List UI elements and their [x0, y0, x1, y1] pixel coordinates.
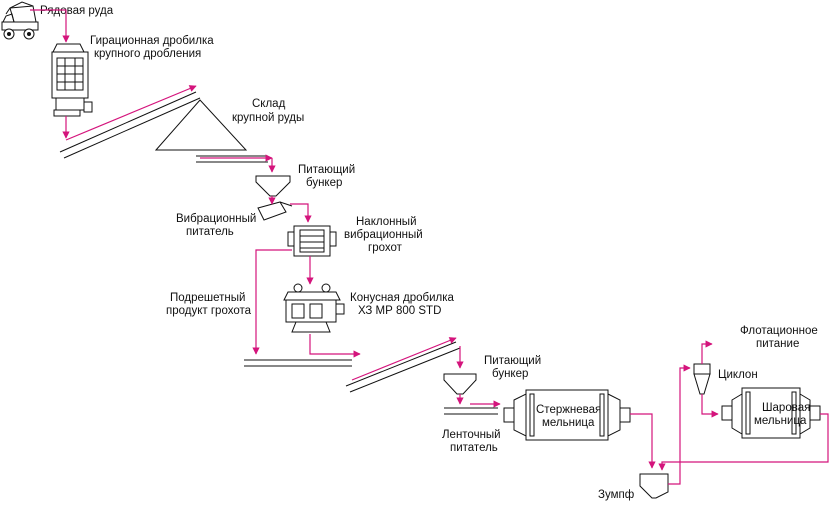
label-feed-bin-1a: Питающий: [298, 164, 355, 176]
label-feed-bin-1b: бункер: [306, 177, 342, 189]
conveyor-3: [244, 359, 352, 367]
label-rod-mill-a: Стержневая: [536, 404, 601, 416]
sump-icon: [639, 473, 669, 499]
label-stockpile-2: крупной руды: [232, 112, 304, 124]
label-ore: Рядовая руда: [40, 5, 114, 17]
label-vib-feeder-b: питатель: [186, 226, 234, 238]
flow-lines: [30, 9, 829, 485]
vibrating-feeder-icon: [257, 201, 293, 221]
conveyor-2: [196, 155, 268, 163]
vibrating-screen-icon: [287, 225, 337, 257]
label-gyratory-crusher-1: Гирационная дробилка: [90, 35, 214, 47]
label-ball-mill-b: мельница: [754, 415, 807, 427]
label-feed-bin-2a: Питающий: [484, 355, 541, 367]
label-rod-mill-b: мельница: [542, 417, 595, 429]
cone-crusher-icon: [283, 283, 345, 333]
label-screen-c: грохот: [368, 242, 403, 254]
cyclone-icon: [693, 363, 711, 395]
belt-feeder-icon: [444, 407, 498, 415]
label-cone-crusher-b: ХЗ МР 800 STD: [358, 305, 441, 317]
label-screen-b: вибрационный: [344, 229, 423, 241]
label-flotation-b: питание: [756, 338, 799, 350]
gyratory-crusher-icon: [51, 43, 93, 117]
label-belt-feeder-a: Ленточный: [442, 429, 501, 441]
label-flotation-a: Флотационное: [740, 325, 818, 337]
haul-truck-icon: [1, 1, 39, 40]
rod-mill-icon: [503, 389, 631, 441]
label-vib-feeder-a: Вибрационный: [176, 213, 256, 225]
label-cone-crusher-a: Конусная дробилка: [350, 292, 454, 304]
label-feed-bin-2b: бункер: [492, 368, 528, 380]
ball-mill-icon: [721, 387, 821, 439]
stockpile-icon: [154, 99, 248, 151]
label-screen-a: Наклонный: [356, 216, 417, 228]
feed-bin-1-icon: [255, 175, 291, 197]
conveyor-1: [59, 91, 201, 159]
label-cyclone: Циклон: [718, 369, 758, 381]
conveyor-4: [345, 341, 461, 393]
label-sump: Зумпф: [598, 489, 634, 501]
label-stockpile-1: Склад: [252, 98, 286, 110]
label-belt-feeder-b: питатель: [450, 442, 498, 454]
label-undersize-a: Подрешетный: [170, 292, 245, 304]
label-gyratory-crusher-2: крупного дробления: [94, 48, 201, 60]
label-ball-mill-a: Шаровая: [762, 402, 810, 414]
label-undersize-b: продукт грохота: [166, 305, 252, 317]
feed-bin-2-icon: [443, 373, 477, 395]
